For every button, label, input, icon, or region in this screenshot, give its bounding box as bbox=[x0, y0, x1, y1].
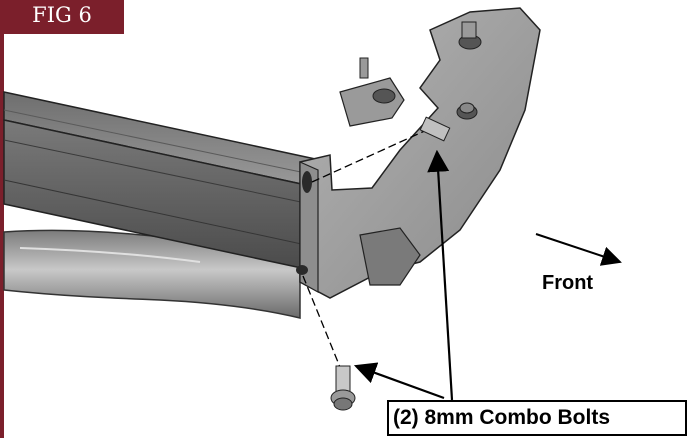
figure-number-tab: FIG 6 bbox=[0, 0, 124, 34]
callout-arrow-lower bbox=[353, 362, 445, 400]
upper-bolt bbox=[419, 116, 451, 142]
left-accent-border bbox=[0, 0, 4, 438]
mounting-bracket bbox=[296, 7, 541, 299]
lower-bolt bbox=[330, 365, 356, 411]
callout-arrow-upper bbox=[427, 149, 454, 401]
bolt-callout-label: (2) 8mm Combo Bolts bbox=[387, 400, 687, 436]
front-direction-label: Front bbox=[542, 272, 594, 294]
front-direction-arrow bbox=[535, 233, 622, 266]
install-paths bbox=[302, 123, 441, 373]
